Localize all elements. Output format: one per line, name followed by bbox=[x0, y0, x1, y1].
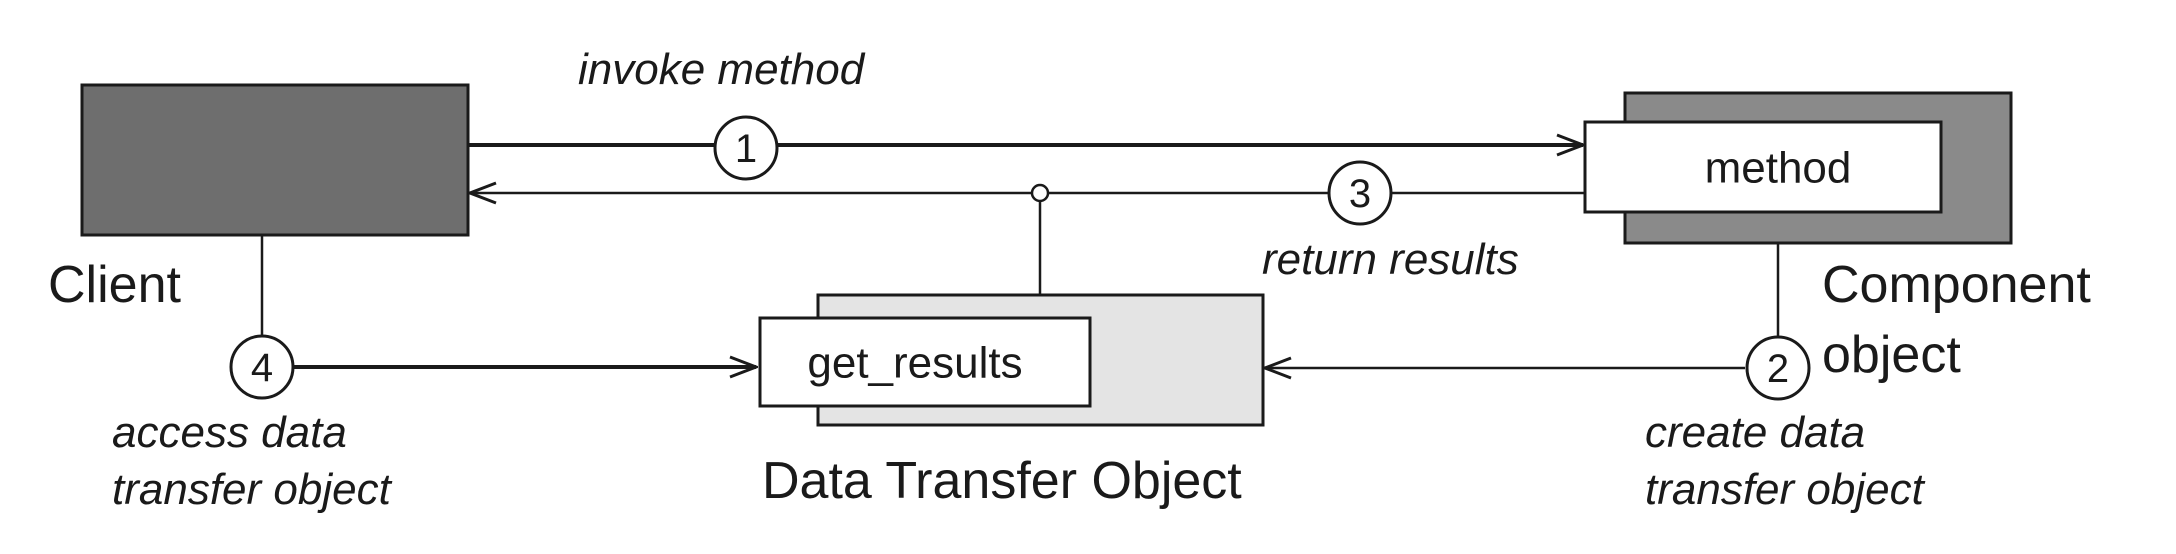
step-3-label: return results bbox=[1262, 235, 1519, 284]
method-label: method bbox=[1705, 144, 1852, 193]
client-box bbox=[80, 83, 470, 237]
client-label: Client bbox=[48, 256, 181, 314]
step-4-marker bbox=[229, 334, 295, 400]
step-3-number: 3 bbox=[1349, 172, 1371, 216]
component-label-line1: Component bbox=[1822, 256, 2091, 314]
component-label-line2: object bbox=[1822, 326, 1961, 384]
method-box bbox=[1583, 120, 1943, 214]
step-2-marker bbox=[1745, 335, 1811, 401]
get-results-box bbox=[758, 316, 1092, 408]
step-1-number: 1 bbox=[735, 127, 757, 171]
dto-label: Data Transfer Object bbox=[762, 452, 1242, 510]
dto-connector-dot bbox=[1030, 183, 1050, 203]
step-4-number: 4 bbox=[251, 346, 273, 390]
step-1-label: invoke method bbox=[578, 45, 866, 94]
step-1-marker bbox=[713, 115, 779, 181]
step-2-label-line2: transfer object bbox=[1645, 465, 1926, 514]
step-4-label-line2: transfer object bbox=[112, 465, 393, 514]
step-2-label-line1: create data bbox=[1645, 408, 1865, 457]
get-results-label: get_results bbox=[807, 339, 1022, 388]
step-2-number: 2 bbox=[1767, 347, 1789, 391]
step-3-marker bbox=[1327, 160, 1393, 226]
step-4-label-line1: access data bbox=[112, 408, 347, 457]
